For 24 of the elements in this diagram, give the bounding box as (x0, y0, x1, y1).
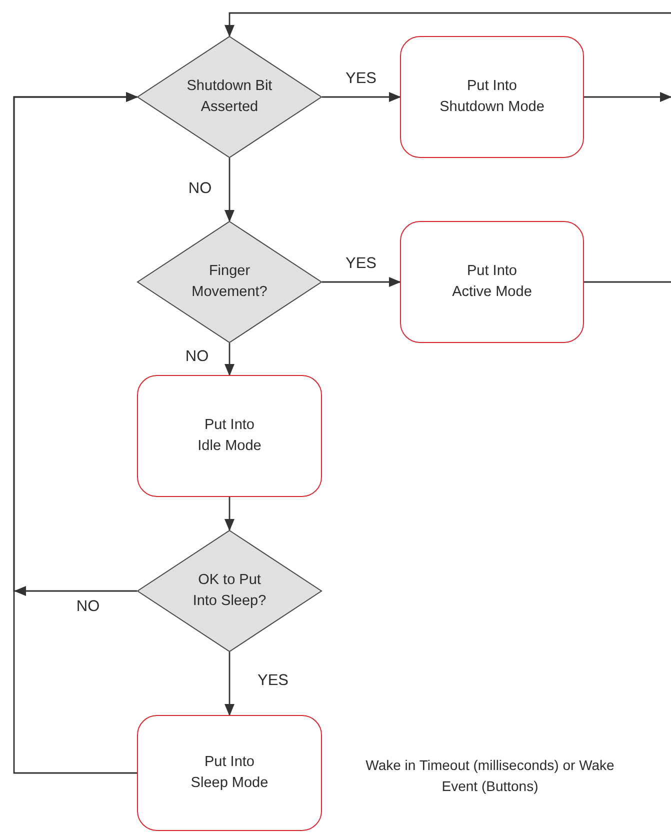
decision-diamond (137, 530, 322, 652)
decision-diamond (137, 36, 322, 158)
arrow (13, 92, 138, 774)
decision-diamond (137, 221, 322, 343)
process-box (137, 375, 322, 497)
node-label: Shutdown Bit Asserted (186, 77, 274, 117)
node-label: Put Into Active Mode (451, 262, 533, 302)
arrow (224, 497, 234, 531)
arrow (322, 277, 401, 287)
arrow (224, 652, 234, 716)
process-box (137, 715, 322, 831)
process-box (400, 221, 584, 343)
arrow (224, 158, 234, 222)
node-label: Put Into Shutdown Mode (438, 77, 546, 117)
arrow (584, 92, 671, 102)
arrow (224, 343, 234, 376)
node-label: Put Into Sleep Mode (190, 753, 270, 793)
arrow (224, 12, 671, 37)
note-text: Wake in Timeout (milliseconds) or Wake Event (Buttons) (364, 756, 616, 796)
node-label: OK to Put Into Sleep? (192, 571, 268, 611)
node-label: Finger Movement? (190, 262, 268, 302)
node-label: Put Into Idle Mode (196, 416, 262, 456)
arrow (322, 92, 401, 102)
process-box (400, 36, 584, 158)
